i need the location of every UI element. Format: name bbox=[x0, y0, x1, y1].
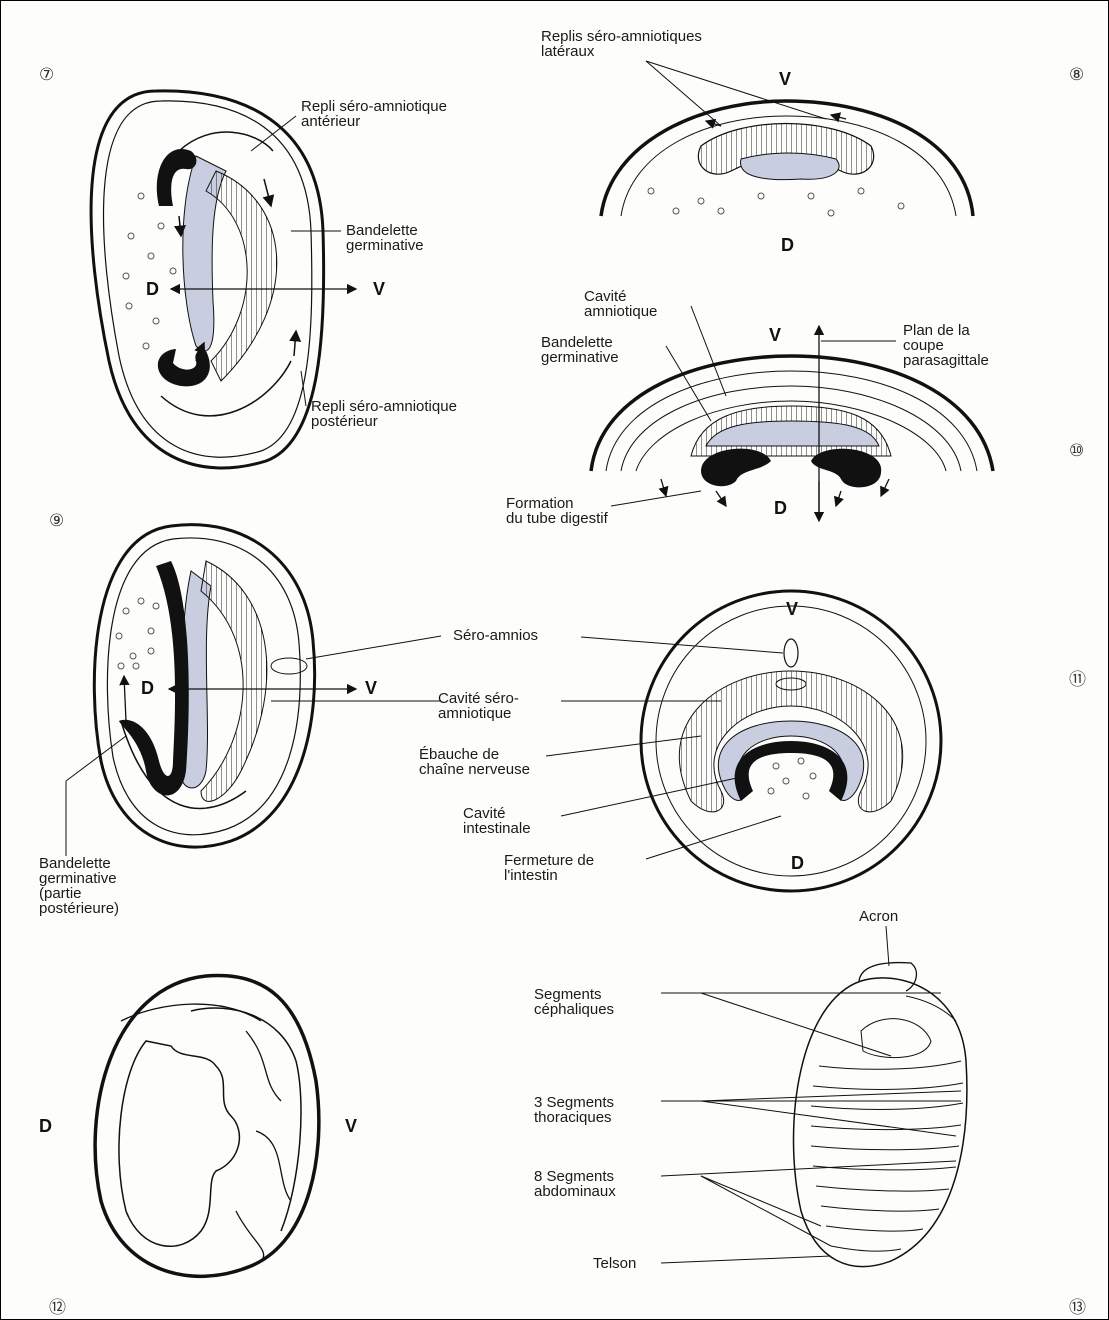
label-nerve-cord: Ébauche de chaîne nerveuse bbox=[419, 747, 530, 777]
axis-ventral-8: V bbox=[779, 69, 791, 90]
axis-dorsal-11: D bbox=[791, 853, 804, 874]
label-abdominal-segments: 8 Segments abdominaux bbox=[534, 1169, 616, 1199]
axis-dorsal-10: D bbox=[774, 498, 787, 519]
figure-number-13: ⑬ bbox=[1069, 1293, 1086, 1318]
panel-9-embryo bbox=[66, 525, 441, 856]
label-intestine-closure: Fermeture de l'intestin bbox=[504, 853, 594, 883]
figure-number-11: ⑪ bbox=[1069, 665, 1086, 690]
figure-number-12: ⑫ bbox=[49, 1293, 66, 1318]
label-lateral-folds: Replis séro-amniotiques latéraux bbox=[541, 29, 702, 59]
label-acron: Acron bbox=[859, 909, 898, 924]
figure-number-7: ⑦ bbox=[39, 65, 54, 85]
axis-ventral-12: V bbox=[345, 1116, 357, 1137]
figure-number-8: ⑧ bbox=[1069, 65, 1084, 85]
axis-ventral-7: V bbox=[373, 279, 385, 300]
axis-dorsal-7: D bbox=[146, 279, 159, 300]
label-section-plane: Plan de la coupe parasagittale bbox=[903, 323, 989, 368]
label-gut-formation: Formation du tube digestif bbox=[506, 496, 608, 526]
panel-11-section bbox=[546, 591, 941, 891]
label-posterior-fold: Repli séro-amniotique postérieur bbox=[311, 399, 457, 429]
label-anterior-fold: Repli séro-amniotique antérieur bbox=[301, 99, 447, 129]
label-germ-band-10: Bandelette germinative bbox=[541, 335, 619, 365]
label-germ-band-7: Bandelette germinative bbox=[346, 223, 424, 253]
panel-13-embryo bbox=[661, 926, 967, 1267]
axis-dorsal-12: D bbox=[39, 1116, 52, 1137]
axis-ventral-10: V bbox=[769, 325, 781, 346]
figure-number-9: ⑨ bbox=[49, 511, 64, 531]
label-germ-band-posterior: Bandelette germinative (partie postérieu… bbox=[39, 856, 119, 916]
label-sero-amnion: Séro-amnios bbox=[453, 628, 538, 643]
axis-ventral-9: V bbox=[365, 678, 377, 699]
label-amniotic-cavity: Cavité amniotique bbox=[584, 289, 657, 319]
axis-ventral-11: V bbox=[786, 599, 798, 620]
panel-12-embryo bbox=[95, 975, 319, 1276]
axis-dorsal-9: D bbox=[141, 678, 154, 699]
axis-dorsal-8: D bbox=[781, 235, 794, 256]
label-telson: Telson bbox=[593, 1256, 636, 1271]
label-cephalic-segments: Segments céphaliques bbox=[534, 987, 614, 1017]
label-sero-amniotic-cavity: Cavité séro- amniotique bbox=[438, 691, 519, 721]
label-intestinal-cavity: Cavité intestinale bbox=[463, 806, 531, 836]
figure-number-10: ⑩ bbox=[1069, 441, 1084, 461]
label-thoracic-segments: 3 Segments thoraciques bbox=[534, 1095, 614, 1125]
